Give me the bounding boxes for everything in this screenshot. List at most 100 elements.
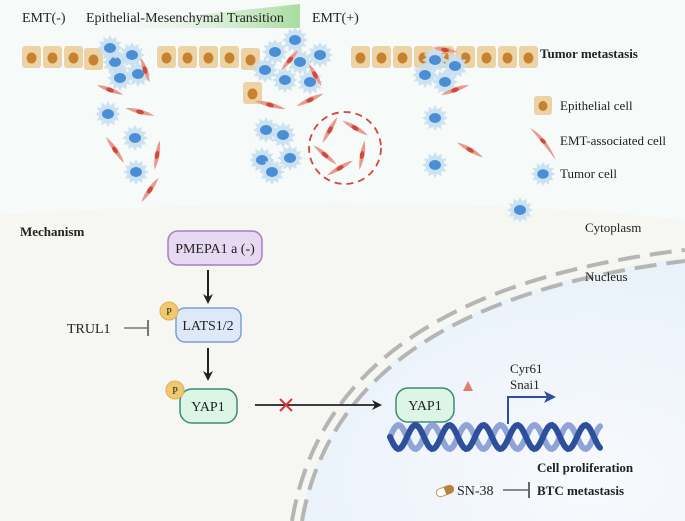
tumor-cell	[253, 117, 279, 143]
emt-cell	[141, 177, 159, 203]
tumor-cell	[270, 122, 296, 148]
emt-cell	[322, 117, 338, 143]
lats-label: LATS1/2	[182, 319, 233, 334]
tumor-cell	[442, 53, 468, 79]
emt-cell	[140, 57, 150, 83]
emt-cell	[105, 136, 125, 164]
tumor-cell	[259, 159, 285, 185]
emt-cell	[313, 145, 337, 165]
nucleus-label: Nucleus	[585, 269, 628, 284]
tumor-cell	[422, 152, 448, 178]
epithelial-cell	[351, 46, 370, 68]
drug-inhibition	[503, 482, 530, 498]
tumor-cell	[102, 49, 128, 75]
dna-strand-dark	[387, 421, 603, 453]
tumor-cell	[507, 197, 533, 223]
emt-cell	[281, 49, 299, 71]
pill-icon	[435, 484, 455, 498]
dna-helix	[387, 421, 603, 453]
target-gene-snai1: Snai1	[510, 377, 540, 392]
cell-clusters	[95, 27, 533, 223]
epithelial-cell	[477, 46, 496, 68]
emt-cell	[296, 93, 324, 107]
cytoplasm-label: Cytoplasm	[585, 220, 641, 235]
tumor-cell	[432, 69, 458, 95]
svg-text:P: P	[166, 307, 172, 318]
epithelial-cell	[64, 46, 83, 68]
dashed-circle	[308, 111, 382, 185]
trul1-label: TRUL1	[67, 322, 111, 337]
tumor-cell	[412, 62, 438, 88]
emt-cell	[254, 100, 286, 110]
tumor-cell	[422, 47, 448, 73]
emt-cell	[125, 108, 155, 116]
emt-cell	[96, 85, 124, 95]
legend-epithelial-label: Epithelial cell	[560, 98, 633, 113]
yap1-cytoplasm-node: YAP1	[179, 388, 238, 424]
epithelial-cell	[519, 46, 538, 68]
epithelial-cell	[157, 46, 176, 68]
tumor-cell	[307, 42, 333, 68]
transcription-arrow	[507, 391, 556, 424]
epithelial-cell-icon	[534, 96, 552, 115]
mechanism-title: Mechanism	[20, 224, 84, 239]
legend-emt-label: EMT-associated cell	[560, 133, 666, 148]
tumor-cell	[125, 61, 151, 87]
emt-gradient-wedge	[75, 4, 300, 28]
yap1-cyto-label: YAP1	[191, 400, 224, 415]
legend: Epithelial cell EMT-associated cell Tumo…	[530, 96, 666, 187]
trul1-inhibition	[124, 320, 149, 336]
epithelial-cell	[393, 46, 412, 68]
epithelial-cell	[243, 82, 262, 104]
pmepa1-label: PMEPA1 a (-)	[175, 242, 255, 257]
tumor-cell	[282, 27, 308, 53]
cell-proliferation-label: Cell proliferation	[537, 460, 634, 475]
phospho-badge-lats: P	[159, 301, 179, 321]
tumor-cell	[107, 65, 133, 91]
target-gene-cyr61: Cyr61	[510, 361, 543, 376]
drug-label: SN-38	[457, 484, 494, 499]
tumor-cell	[119, 42, 145, 68]
lats-node: LATS1/2	[175, 307, 242, 343]
emt-cell-icon	[530, 128, 556, 160]
emt-cell	[327, 160, 353, 176]
nuclear-membrane-outer	[290, 248, 685, 521]
tumor-cell	[297, 69, 323, 95]
tumor-metastasis-label: Tumor metastasis	[540, 46, 638, 61]
emt-transition-label: Epithelial-Mesenchymal Transition	[86, 11, 284, 26]
tumor-cell-icon	[530, 161, 556, 187]
emt-neg-label: EMT(-)	[22, 11, 66, 26]
tumor-cell	[252, 57, 278, 83]
tumor-cell	[277, 145, 303, 171]
epithelial-cell	[372, 46, 391, 68]
emt-cell	[440, 84, 470, 96]
emt-cell	[359, 140, 366, 170]
tumor-cell	[272, 67, 298, 93]
legend-tumor-label: Tumor cell	[560, 166, 617, 181]
svg-text:P: P	[172, 386, 178, 397]
yap1-nucleus-node: YAP1	[395, 387, 455, 423]
emt-cell	[154, 140, 161, 170]
blocked-x-icon	[279, 398, 293, 412]
emt-pos-label: EMT(+)	[312, 11, 359, 26]
phospho-badge-yap: P	[165, 380, 185, 400]
emt-cell	[308, 63, 322, 87]
tumor-cell	[262, 39, 288, 65]
nucleus-region	[300, 258, 685, 521]
tumor-cell	[122, 125, 148, 151]
emt-cell	[342, 120, 368, 136]
epithelial-cell	[22, 46, 41, 68]
tumor-cell	[123, 159, 149, 185]
tumor-cell	[422, 105, 448, 131]
epithelial-cell	[178, 46, 197, 68]
epithelial-cell	[43, 46, 62, 68]
epithelial-cell	[220, 46, 239, 68]
yap1-nuc-label: YAP1	[408, 399, 441, 414]
tumor-cell	[97, 35, 123, 61]
tumor-cell	[530, 161, 556, 187]
btc-metastasis-label: BTC metastasis	[537, 483, 624, 498]
epithelial-cell	[199, 46, 218, 68]
emt-cell	[432, 47, 458, 53]
